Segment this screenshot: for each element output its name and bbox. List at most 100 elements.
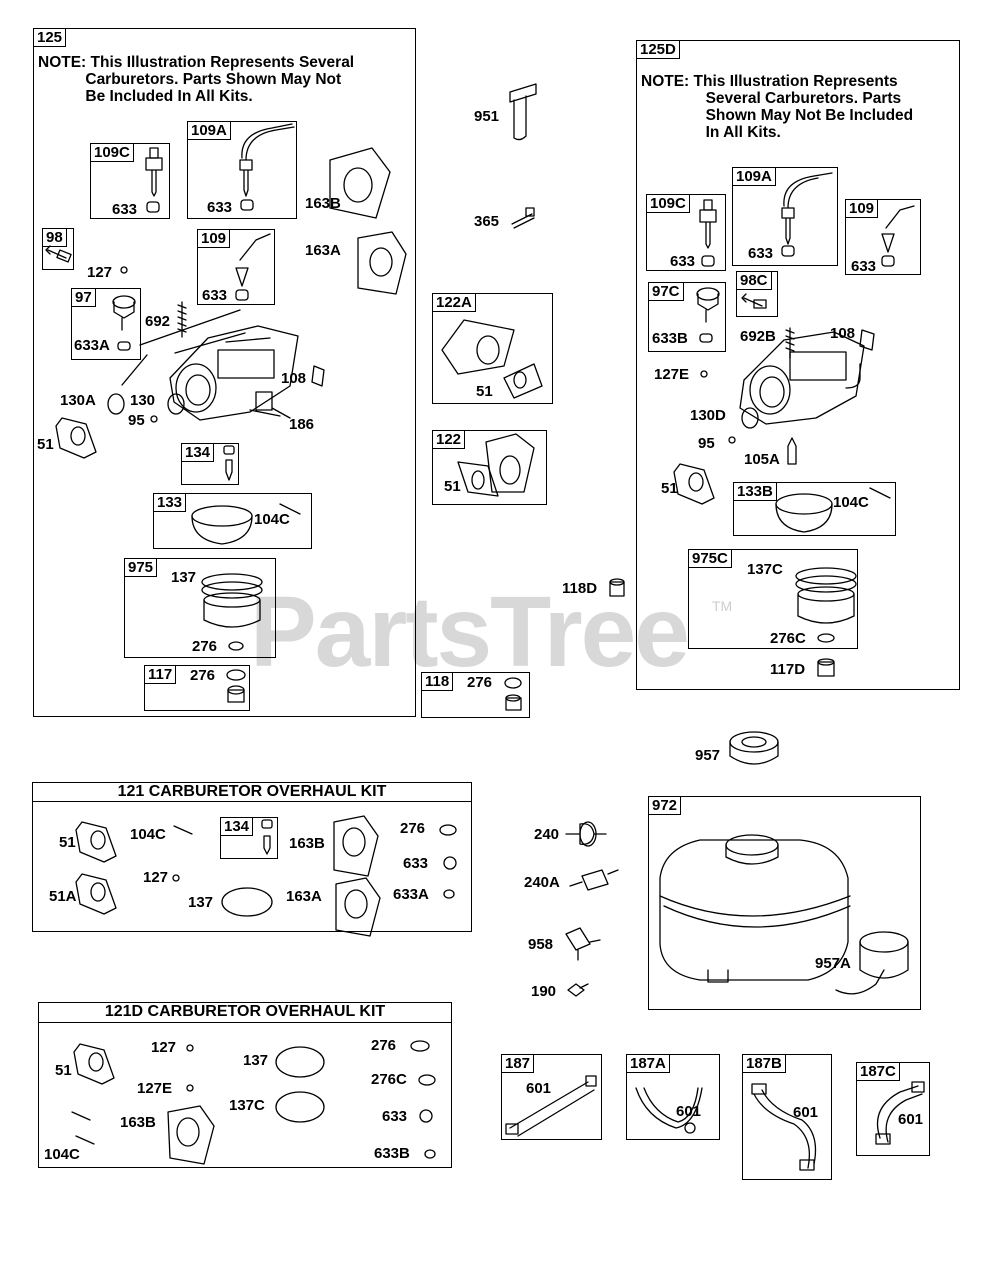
kit-gasket-163a[interactable] — [335, 877, 381, 937]
kitd-pin-104c[interactable] — [71, 1111, 95, 1145]
label-958[interactable]: 958 — [528, 936, 554, 953]
screw-365[interactable] — [511, 207, 535, 229]
gasket-163b[interactable] — [329, 147, 391, 219]
screw-190[interactable] — [567, 983, 589, 997]
label-127e[interactable]: 127E — [654, 366, 690, 383]
label-108[interactable]: 108 — [830, 325, 856, 342]
tag-187c[interactable]: 187C — [856, 1062, 900, 1081]
kit-gasket-163b[interactable] — [333, 815, 379, 877]
tag-109a-d[interactable]: 109A — [732, 167, 776, 186]
tag-109-d[interactable]: 109 — [845, 199, 879, 218]
spring-692b[interactable] — [785, 327, 795, 359]
plate-130d[interactable] — [741, 407, 759, 429]
label-957a[interactable]: 957A — [815, 955, 851, 972]
label-95[interactable]: 95 — [698, 435, 715, 452]
kit-seal-633[interactable] — [443, 856, 457, 870]
kitd-label-127[interactable]: 127 — [151, 1039, 177, 1056]
label-104c[interactable]: 104C — [254, 511, 290, 528]
nut-117d[interactable] — [817, 658, 835, 677]
kitd-label-163b[interactable]: 163B — [120, 1114, 156, 1131]
gasket-51-d[interactable] — [673, 463, 715, 505]
kitd-oring-127[interactable] — [186, 1044, 194, 1052]
screw-95[interactable] — [150, 415, 158, 423]
label-127[interactable]: 127 — [87, 264, 113, 281]
carb-spacer-122[interactable] — [457, 433, 535, 497]
label-130d[interactable]: 130D — [690, 407, 726, 424]
nut-118d[interactable] — [609, 578, 625, 597]
tag-118[interactable]: 118 — [421, 672, 454, 691]
hose-label-601[interactable]: 601 — [793, 1104, 819, 1121]
carb-insulator-122a[interactable] — [441, 319, 543, 399]
tag-109[interactable]: 109 — [197, 229, 231, 248]
kitd-label-633b[interactable]: 633B — [374, 1145, 410, 1162]
screw-98c[interactable] — [741, 293, 767, 309]
tag-109c[interactable]: 109C — [90, 143, 134, 162]
screw-95-d[interactable] — [728, 436, 736, 444]
kit-label-276[interactable]: 276 — [400, 820, 426, 837]
label-240a[interactable]: 240A — [524, 874, 560, 891]
needle-105a[interactable] — [787, 437, 797, 465]
bowl-975c[interactable] — [795, 567, 857, 643]
kitd-seal-633b[interactable] — [424, 1149, 436, 1159]
kitd-label-137c[interactable]: 137C — [229, 1097, 265, 1114]
valve-97c[interactable] — [696, 287, 720, 343]
hose-187a[interactable] — [635, 1087, 703, 1134]
plate-130[interactable] — [167, 393, 185, 415]
kit-gasket-51a[interactable] — [75, 873, 117, 915]
kitd-label-51[interactable]: 51 — [55, 1062, 72, 1079]
kit-121d-title[interactable]: 121D CARBURETOR OVERHAUL KIT — [104, 1003, 386, 1020]
label-108[interactable]: 108 — [281, 370, 307, 387]
label-633a[interactable]: 633A — [74, 337, 110, 354]
label-276c[interactable]: 276C — [770, 630, 806, 647]
kit-needle-134[interactable] — [261, 819, 273, 855]
oring-127e[interactable] — [700, 370, 708, 378]
kit-gasket-51[interactable] — [75, 821, 117, 863]
kit-label-137[interactable]: 137 — [188, 894, 214, 911]
needle-109a-d[interactable] — [781, 172, 833, 257]
tag-133b[interactable]: 133B — [733, 482, 777, 501]
kitd-label-276c[interactable]: 276C — [371, 1071, 407, 1088]
label-633[interactable]: 633 — [112, 201, 138, 218]
float-108-d[interactable] — [859, 329, 875, 351]
kit-ring-137[interactable] — [221, 887, 273, 917]
kit-label-51[interactable]: 51 — [59, 834, 76, 851]
kit-tag-134[interactable]: 134 — [220, 817, 254, 836]
plate-130a[interactable] — [107, 393, 125, 415]
kit-label-127[interactable]: 127 — [143, 869, 169, 886]
label-633[interactable]: 633 — [670, 253, 696, 270]
label-51[interactable]: 51 — [476, 383, 493, 400]
tag-975c[interactable]: 975C — [688, 549, 732, 568]
tag-98[interactable]: 98 — [42, 228, 67, 247]
label-692[interactable]: 692 — [145, 313, 171, 330]
needle-109[interactable] — [235, 233, 271, 301]
tag-109c-d[interactable]: 109C — [646, 194, 690, 213]
kitd-oring-276[interactable] — [410, 1040, 430, 1052]
label-117d[interactable]: 117D — [770, 661, 806, 678]
tag-122[interactable]: 122 — [432, 430, 466, 449]
filter-240[interactable] — [565, 821, 607, 847]
needle-134[interactable] — [223, 445, 235, 481]
hose-187c[interactable] — [875, 1081, 925, 1145]
tag-134[interactable]: 134 — [181, 443, 215, 462]
needle-109c[interactable] — [145, 147, 163, 213]
fuel-cap-957a[interactable] — [835, 931, 909, 995]
screw-98[interactable] — [45, 245, 72, 263]
valve-958[interactable] — [565, 927, 601, 961]
label-104c[interactable]: 104C — [833, 494, 869, 511]
label-240[interactable]: 240 — [534, 826, 560, 843]
label-130a[interactable]: 130A — [60, 392, 96, 409]
label-51[interactable]: 51 — [661, 480, 678, 497]
label-118d[interactable]: 118D — [562, 580, 598, 597]
kitd-seal-633[interactable] — [419, 1109, 433, 1123]
float-108[interactable] — [311, 365, 325, 387]
label-957[interactable]: 957 — [695, 747, 721, 764]
kit-121-title[interactable]: 121 CARBURETOR OVERHAUL KIT — [117, 783, 387, 800]
needle-109c-d[interactable] — [699, 199, 717, 267]
kitd-gasket-51[interactable] — [73, 1043, 115, 1085]
kitd-label-633[interactable]: 633 — [382, 1108, 408, 1125]
bowl-975[interactable] — [201, 573, 263, 651]
tag-97[interactable]: 97 — [71, 288, 96, 307]
label-51[interactable]: 51 — [37, 436, 54, 453]
label-951[interactable]: 951 — [474, 108, 500, 125]
hose-187b[interactable] — [751, 1083, 817, 1171]
